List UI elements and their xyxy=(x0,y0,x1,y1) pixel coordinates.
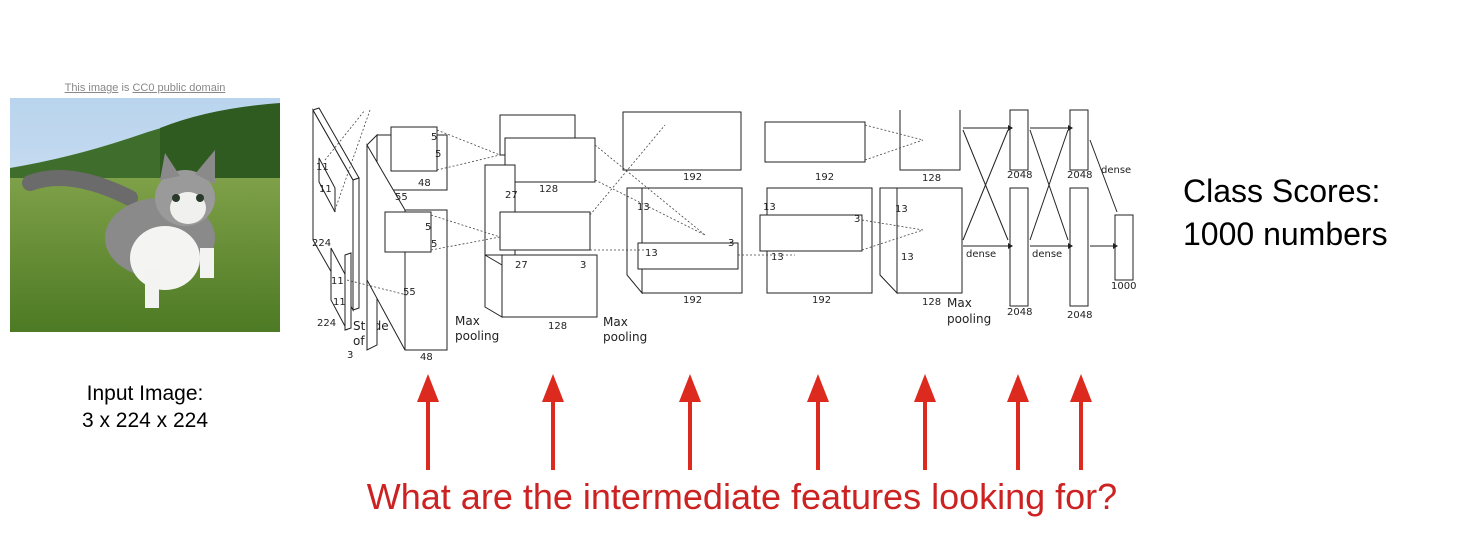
credit-license-link[interactable]: CC0 public domain xyxy=(132,82,226,94)
conv5-volume: 128 13 13 128 Max pooling xyxy=(879,110,991,326)
conv1-k2: 5 xyxy=(435,149,441,160)
pool2-line1: Max xyxy=(603,315,628,329)
pool1-line2: pooling xyxy=(455,329,499,343)
conv1-k1: 5 xyxy=(431,132,437,143)
conv4-volume: 192 13 13 3 192 xyxy=(759,121,873,306)
input-caption-line1: Input Image: xyxy=(86,382,204,405)
input-volume: 11 11 224 11 11 224 3 Stride of 4 xyxy=(312,107,389,361)
image-credit: This image is CC0 public domain xyxy=(10,82,280,94)
input-size-a: 224 xyxy=(312,238,331,249)
input-kernel-c: 11 xyxy=(331,276,344,287)
receptive-field-lines xyxy=(324,109,924,296)
feature-arrow-6 xyxy=(1007,374,1029,470)
pool2-line2: pooling xyxy=(603,330,647,344)
conv3-k: 3 xyxy=(728,238,734,249)
feature-arrow-3 xyxy=(679,374,701,470)
conv5-depth-top: 128 xyxy=(922,173,941,184)
conv3-dim: 13 xyxy=(637,202,650,213)
dense-label-1: dense xyxy=(966,249,996,260)
conv2-dim: 27 xyxy=(505,190,518,201)
conv4-depth-bot: 192 xyxy=(812,295,831,306)
input-kernel-b: 11 xyxy=(319,184,332,195)
conv2-volume: 27 128 27 3 128 Max pooling xyxy=(484,114,647,344)
class-scores-caption: Class Scores: 1000 numbers xyxy=(1183,170,1388,256)
class-scores-line2: 1000 numbers xyxy=(1183,216,1388,252)
conv2-depth-top: 128 xyxy=(539,184,558,195)
conv4-dim: 13 xyxy=(763,202,776,213)
fc-layers: 2048 2048 2048 2048 dense dense dense 10… xyxy=(962,109,1136,321)
conv1-k3: 5 xyxy=(425,222,431,233)
conv4-k: 3 xyxy=(854,214,860,225)
feature-arrow-2 xyxy=(542,374,564,470)
input-channels: 3 xyxy=(347,350,353,361)
conv1-depth-top: 48 xyxy=(418,178,431,189)
conv2-dim2: 27 xyxy=(515,260,528,271)
input-size-b: 224 xyxy=(317,318,336,329)
input-kernel-d: 11 xyxy=(333,297,346,308)
fc1-top-width: 2048 xyxy=(1007,170,1032,181)
conv1-depth-bot: 48 xyxy=(420,352,433,363)
conv3-depth-bot: 192 xyxy=(683,295,702,306)
pool1-line1: Max xyxy=(455,314,480,328)
pool3-line2: pooling xyxy=(947,312,991,326)
conv1-k4: 5 xyxy=(431,239,437,250)
question-text: What are the intermediate features looki… xyxy=(366,476,1118,517)
credit-image-link[interactable]: This image xyxy=(64,82,119,94)
class-scores-line1: Class Scores: xyxy=(1183,173,1381,209)
conv2-k: 3 xyxy=(580,260,586,271)
kitten-photo xyxy=(10,98,280,332)
output-size: 1000 xyxy=(1111,281,1136,292)
input-caption-line2: 3 x 224 x 224 xyxy=(81,409,209,432)
fc1-bot-width: 2048 xyxy=(1007,307,1032,318)
conv5-depth-bot: 128 xyxy=(922,297,941,308)
dense-label-2: dense xyxy=(1032,249,1062,260)
fc2-bot-width: 2048 xyxy=(1067,310,1092,321)
pool3-line1: Max xyxy=(947,296,972,310)
conv5-dim: 13 xyxy=(895,204,908,215)
feature-arrow-7 xyxy=(1070,374,1092,470)
conv5-dim2: 13 xyxy=(901,252,914,263)
feature-arrow-5 xyxy=(914,374,936,470)
credit-is: is xyxy=(118,82,133,94)
fc2-top-width: 2048 xyxy=(1067,170,1092,181)
alexnet-diagram: 11 11 224 11 11 224 3 Stride of 4 5 5 5 … xyxy=(312,107,1136,363)
feature-arrow-1 xyxy=(417,374,439,470)
feature-arrows xyxy=(417,374,1092,470)
conv1-dim: 55 xyxy=(395,192,408,203)
input-kernel-a: 11 xyxy=(316,162,329,173)
dense-label-3: dense xyxy=(1101,165,1131,176)
conv3-volume: 192 13 13 3 192 xyxy=(622,111,743,306)
conv3-dim2: 13 xyxy=(645,248,658,259)
conv4-depth-top: 192 xyxy=(815,172,834,183)
conv1-volume: 5 5 5 5 48 55 55 48 Max pooling xyxy=(366,126,499,363)
conv4-dim2: 13 xyxy=(771,252,784,263)
input-image-caption: Input Image: 3 x 224 x 224 xyxy=(40,380,250,434)
conv1-dim2: 55 xyxy=(403,287,416,298)
conv3-depth-top: 192 xyxy=(683,172,702,183)
feature-arrow-4 xyxy=(807,374,829,470)
conv2-depth-bot: 128 xyxy=(548,321,567,332)
